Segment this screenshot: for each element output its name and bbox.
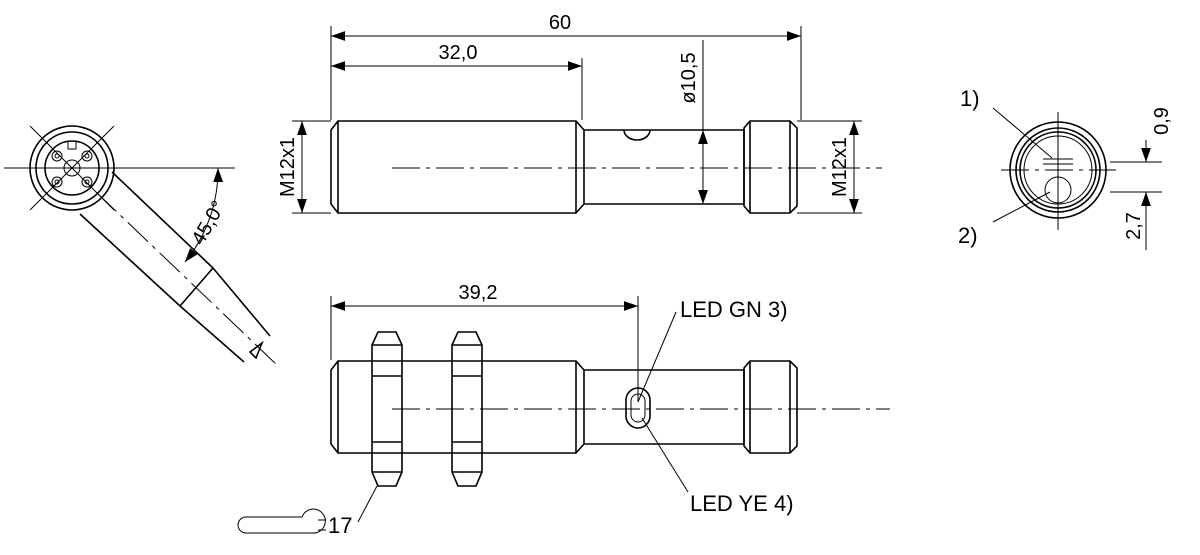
led-green-label: LED GN 3) — [680, 297, 788, 322]
dimension-nut-position: 39,2 — [459, 282, 498, 304]
dimension-thread-left: M12x1 — [277, 137, 299, 197]
dimension-body-diameter: ø10,5 — [678, 52, 700, 103]
top-view-dimensions: 60 32,0 ø10,5 M12x1 M12x1 — [277, 12, 862, 214]
angled-cable — [79, 171, 279, 367]
connector-pins — [51, 141, 93, 188]
note-1-label: 1) — [960, 86, 980, 111]
bottom-view-dimensions: 39,2 — [330, 282, 689, 523]
sensor-side-view-top — [330, 120, 882, 214]
hex-nut — [371, 331, 403, 487]
angle-label: 45,0° — [188, 197, 231, 249]
hex-nut — [451, 331, 483, 487]
dimension-thread-length: 32,0 — [439, 42, 478, 64]
dimension-offset-bottom: 2,7 — [1123, 212, 1145, 240]
front-view-dimensions: 0,9 2,7 — [1123, 107, 1173, 250]
wrench-icon — [237, 508, 326, 534]
sensor-side-view-bottom — [330, 331, 890, 487]
dimension-thread-right: M12x1 — [829, 137, 851, 197]
led-yellow-label: LED YE 4) — [690, 491, 794, 516]
sensor-front-view — [992, 107, 1162, 230]
wrench-size-label: 17 — [328, 513, 352, 538]
dimension-offset-top: 0,9 — [1151, 107, 1173, 135]
connector-end-view — [4, 125, 235, 211]
dimension-overall-length: 60 — [549, 12, 571, 34]
note-2-label: 2) — [958, 223, 978, 248]
